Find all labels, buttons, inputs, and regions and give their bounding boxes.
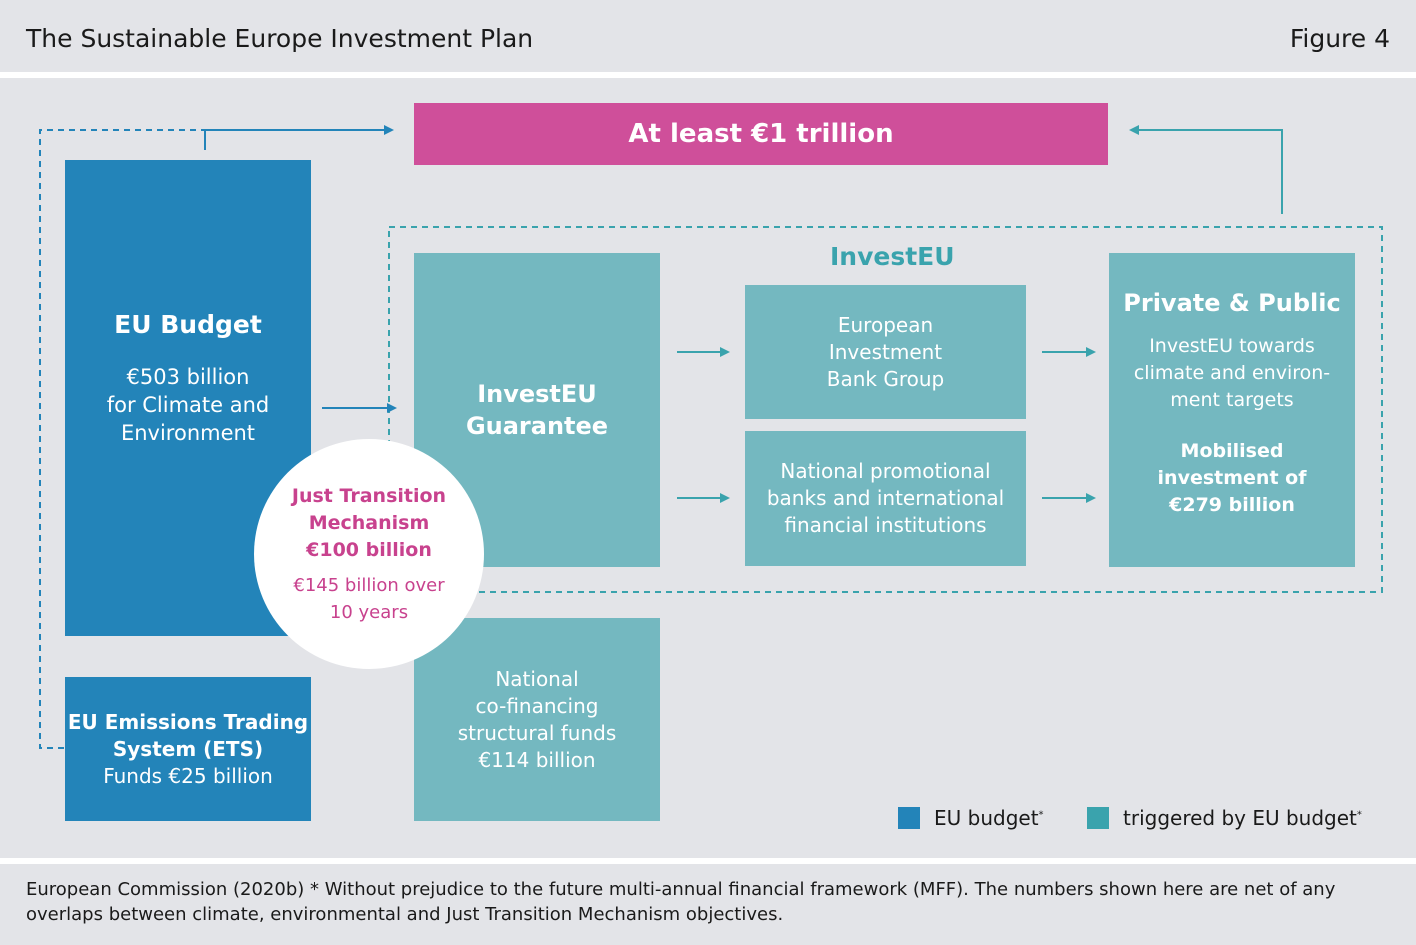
cofinancing-line2: co-financing: [475, 693, 599, 718]
eib-box: European Investment Bank Group: [745, 285, 1026, 419]
jtm-line3: €100 billion: [306, 538, 432, 561]
guarantee-line2: Guarantee: [465, 412, 609, 440]
target-label: At least €1 trillion: [628, 119, 894, 149]
legend-triggered-marker: *: [1356, 809, 1362, 821]
legend-eu-budget: EU budget*: [934, 806, 1044, 830]
eib-line2: Investment: [828, 339, 943, 364]
cofinancing-line3: structural funds: [457, 720, 617, 745]
legend-triggered-swatch: [1087, 807, 1109, 829]
footer-bar: [0, 864, 1416, 945]
legend-triggered-label: triggered by EU budget: [1123, 806, 1357, 830]
ets-line2: System (ETS): [112, 736, 264, 761]
legend-triggered: triggered by EU budget*: [1123, 806, 1362, 830]
target-box: At least €1 trillion: [414, 103, 1108, 165]
private-to-target-arrow: [1129, 125, 1283, 214]
figure-number: Figure 4: [1289, 24, 1390, 53]
investeu-label: InvestEU: [830, 242, 955, 271]
private-public-bold3: €279 billion: [1169, 494, 1295, 516]
ets-line1: EU Emissions Trading: [67, 709, 309, 734]
jtm-line2: Mechanism: [308, 511, 430, 534]
private-public-bold1: Mobilised: [1180, 440, 1284, 462]
private-public-line1: InvestEU towards: [1149, 335, 1315, 357]
npb-line2: banks and international: [766, 486, 1005, 510]
npb-line1: National promotional: [780, 459, 991, 483]
eib-line3: Bank Group: [826, 366, 945, 391]
private-public-bold2: investment of: [1157, 467, 1307, 489]
private-public-title: Private & Public: [1123, 289, 1341, 317]
footnote: European Commission (2020b) * Without pr…: [26, 879, 1336, 925]
budget-to-target-arrow: [204, 125, 394, 150]
private-public-box: Private & Public InvestEU towards climat…: [1109, 253, 1355, 567]
ets-line3: Funds €25 billion: [103, 763, 273, 788]
jtm-line5: 10 years: [329, 601, 409, 623]
figure-title: The Sustainable Europe Investment Plan: [26, 24, 534, 53]
npb-line3: financial institutions: [784, 513, 987, 537]
cofinancing-line4: €114 billion: [478, 747, 596, 772]
cofinancing-line1: National: [495, 666, 579, 691]
eu-budget-line1: €503 billion: [126, 365, 250, 389]
eu-budget-line2: for Climate and: [106, 393, 270, 417]
ets-dashed-connector: [39, 129, 205, 749]
header-bar: The Sustainable Europe Investment Plan F…: [0, 0, 1416, 72]
private-public-line3: ment targets: [1170, 389, 1294, 411]
legend-eu-budget-swatch: [898, 807, 920, 829]
eib-line1: European: [837, 312, 934, 337]
jtm-line4: €145 billion over: [293, 574, 445, 596]
npb-box: National promotional banks and internati…: [745, 431, 1026, 566]
legend-eu-budget-marker: *: [1038, 809, 1044, 821]
private-public-line2: climate and environ-: [1133, 362, 1331, 384]
guarantee-line1: InvestEU: [477, 380, 597, 408]
eu-budget-line3: Environment: [120, 421, 256, 445]
legend-eu-budget-label: EU budget: [934, 806, 1039, 830]
ets-box: EU Emissions Trading System (ETS) Funds …: [65, 677, 311, 821]
jtm-line1: Just Transition: [291, 484, 447, 507]
eu-budget-title: EU Budget: [114, 310, 262, 339]
cofinancing-box: National co-financing structural funds €…: [414, 618, 660, 821]
jtm-circle: Just Transition Mechanism €100 billion €…: [254, 439, 484, 669]
